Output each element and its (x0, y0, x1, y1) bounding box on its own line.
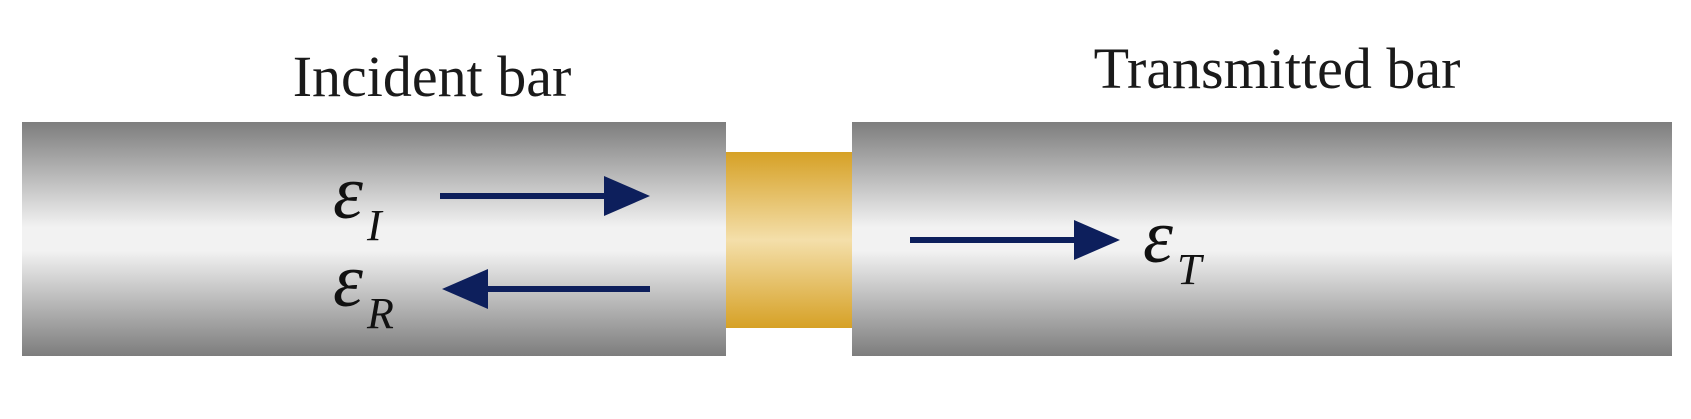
reflected-strain-subscript: R (366, 289, 394, 338)
transmitted-bar-label: Transmitted bar (1094, 36, 1461, 101)
transmitted-wave-arrow (910, 220, 1120, 260)
transmitted-strain-symbol: ε T (1143, 195, 1205, 294)
reflected-wave-arrow (442, 269, 650, 309)
incident-strain-epsilon: ε (333, 151, 363, 235)
reflected-strain-symbol: ε R (333, 239, 394, 338)
transmitted-strain-subscript: T (1177, 245, 1205, 294)
incident-strain-symbol: ε I (333, 151, 384, 250)
incident-bar-label: Incident bar (293, 44, 572, 109)
reflected-strain-epsilon: ε (333, 239, 363, 323)
incident-strain-subscript: I (366, 201, 384, 250)
transmitted-strain-epsilon: ε (1143, 195, 1173, 279)
incident-bar (22, 122, 726, 356)
incident-wave-arrow (440, 176, 650, 216)
specimen (726, 152, 852, 328)
